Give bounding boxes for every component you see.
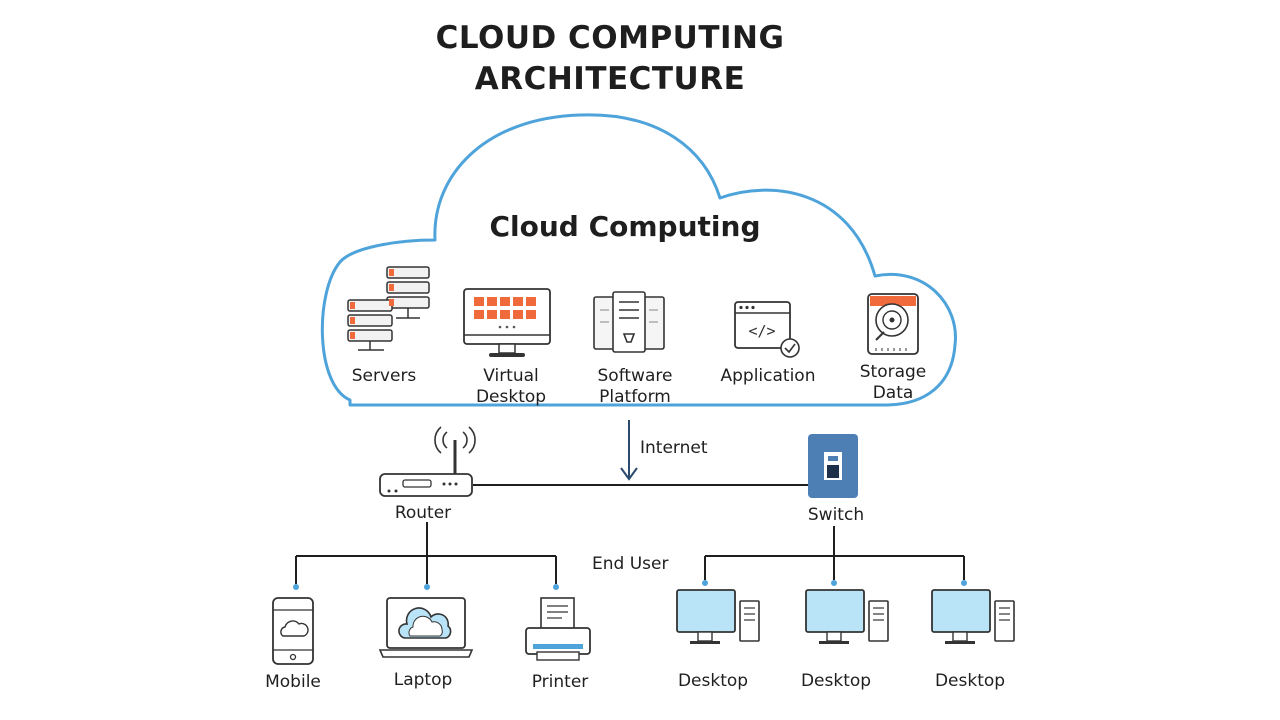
desktop-icon — [805, 589, 889, 644]
device-label-mobile: Mobile — [265, 672, 321, 692]
printer-icon — [525, 597, 591, 661]
connection-dots-right — [702, 580, 967, 586]
hard-drive-icon — [867, 293, 919, 355]
router-device-connections — [295, 522, 557, 584]
desktop-icon — [931, 589, 1015, 644]
router-icon — [379, 426, 476, 497]
svg-text:</>: </> — [748, 322, 775, 340]
end-user-label: End User — [592, 554, 669, 574]
service-label-storage-data: Storage Data — [843, 362, 943, 404]
cloud-title: Cloud Computing — [489, 210, 761, 243]
service-label-line: Virtual — [483, 366, 539, 386]
device-label-desktop-2: Desktop — [800, 671, 872, 691]
service-label-line: Desktop — [475, 387, 547, 407]
service-label-virtual-desktop: Virtual Desktop — [461, 366, 561, 408]
internet-label: Internet — [640, 438, 708, 458]
desktop-icon — [676, 589, 760, 644]
service-label-servers: Servers — [334, 366, 434, 387]
device-label-laptop: Laptop — [393, 670, 453, 690]
code-window-icon: </> — [734, 301, 800, 358]
device-label-desktop-1: Desktop — [677, 671, 749, 691]
service-label-software-platform: Software Platform — [580, 366, 690, 408]
server-tower-icon — [593, 291, 665, 353]
switch-icon — [808, 434, 858, 498]
laptop-icon — [378, 597, 474, 658]
title-line-2: ARCHITECTURE — [474, 61, 746, 97]
service-label-line: Storage — [859, 362, 927, 382]
router-label: Router — [394, 503, 452, 523]
device-label-desktop-3: Desktop — [934, 671, 1006, 691]
switch-label: Switch — [807, 505, 865, 525]
device-label-printer: Printer — [531, 672, 589, 692]
service-label-application: Application — [706, 366, 830, 387]
switch-device-connections — [704, 526, 965, 580]
service-label-line: Software — [597, 366, 673, 386]
service-label-line: Servers — [351, 366, 417, 386]
server-rack-icon — [347, 266, 430, 351]
connection-dots-left — [293, 584, 559, 590]
service-label-line: Data — [872, 383, 914, 403]
title-line-1: CLOUD COMPUTING — [435, 20, 785, 56]
service-label-line: Application — [720, 366, 816, 386]
service-label-line: Platform — [599, 387, 671, 407]
mobile-icon — [272, 597, 314, 665]
page-title: CLOUD COMPUTING ARCHITECTURE — [340, 18, 880, 100]
internet-arrow — [620, 420, 638, 481]
monitor-icon — [463, 288, 551, 357]
